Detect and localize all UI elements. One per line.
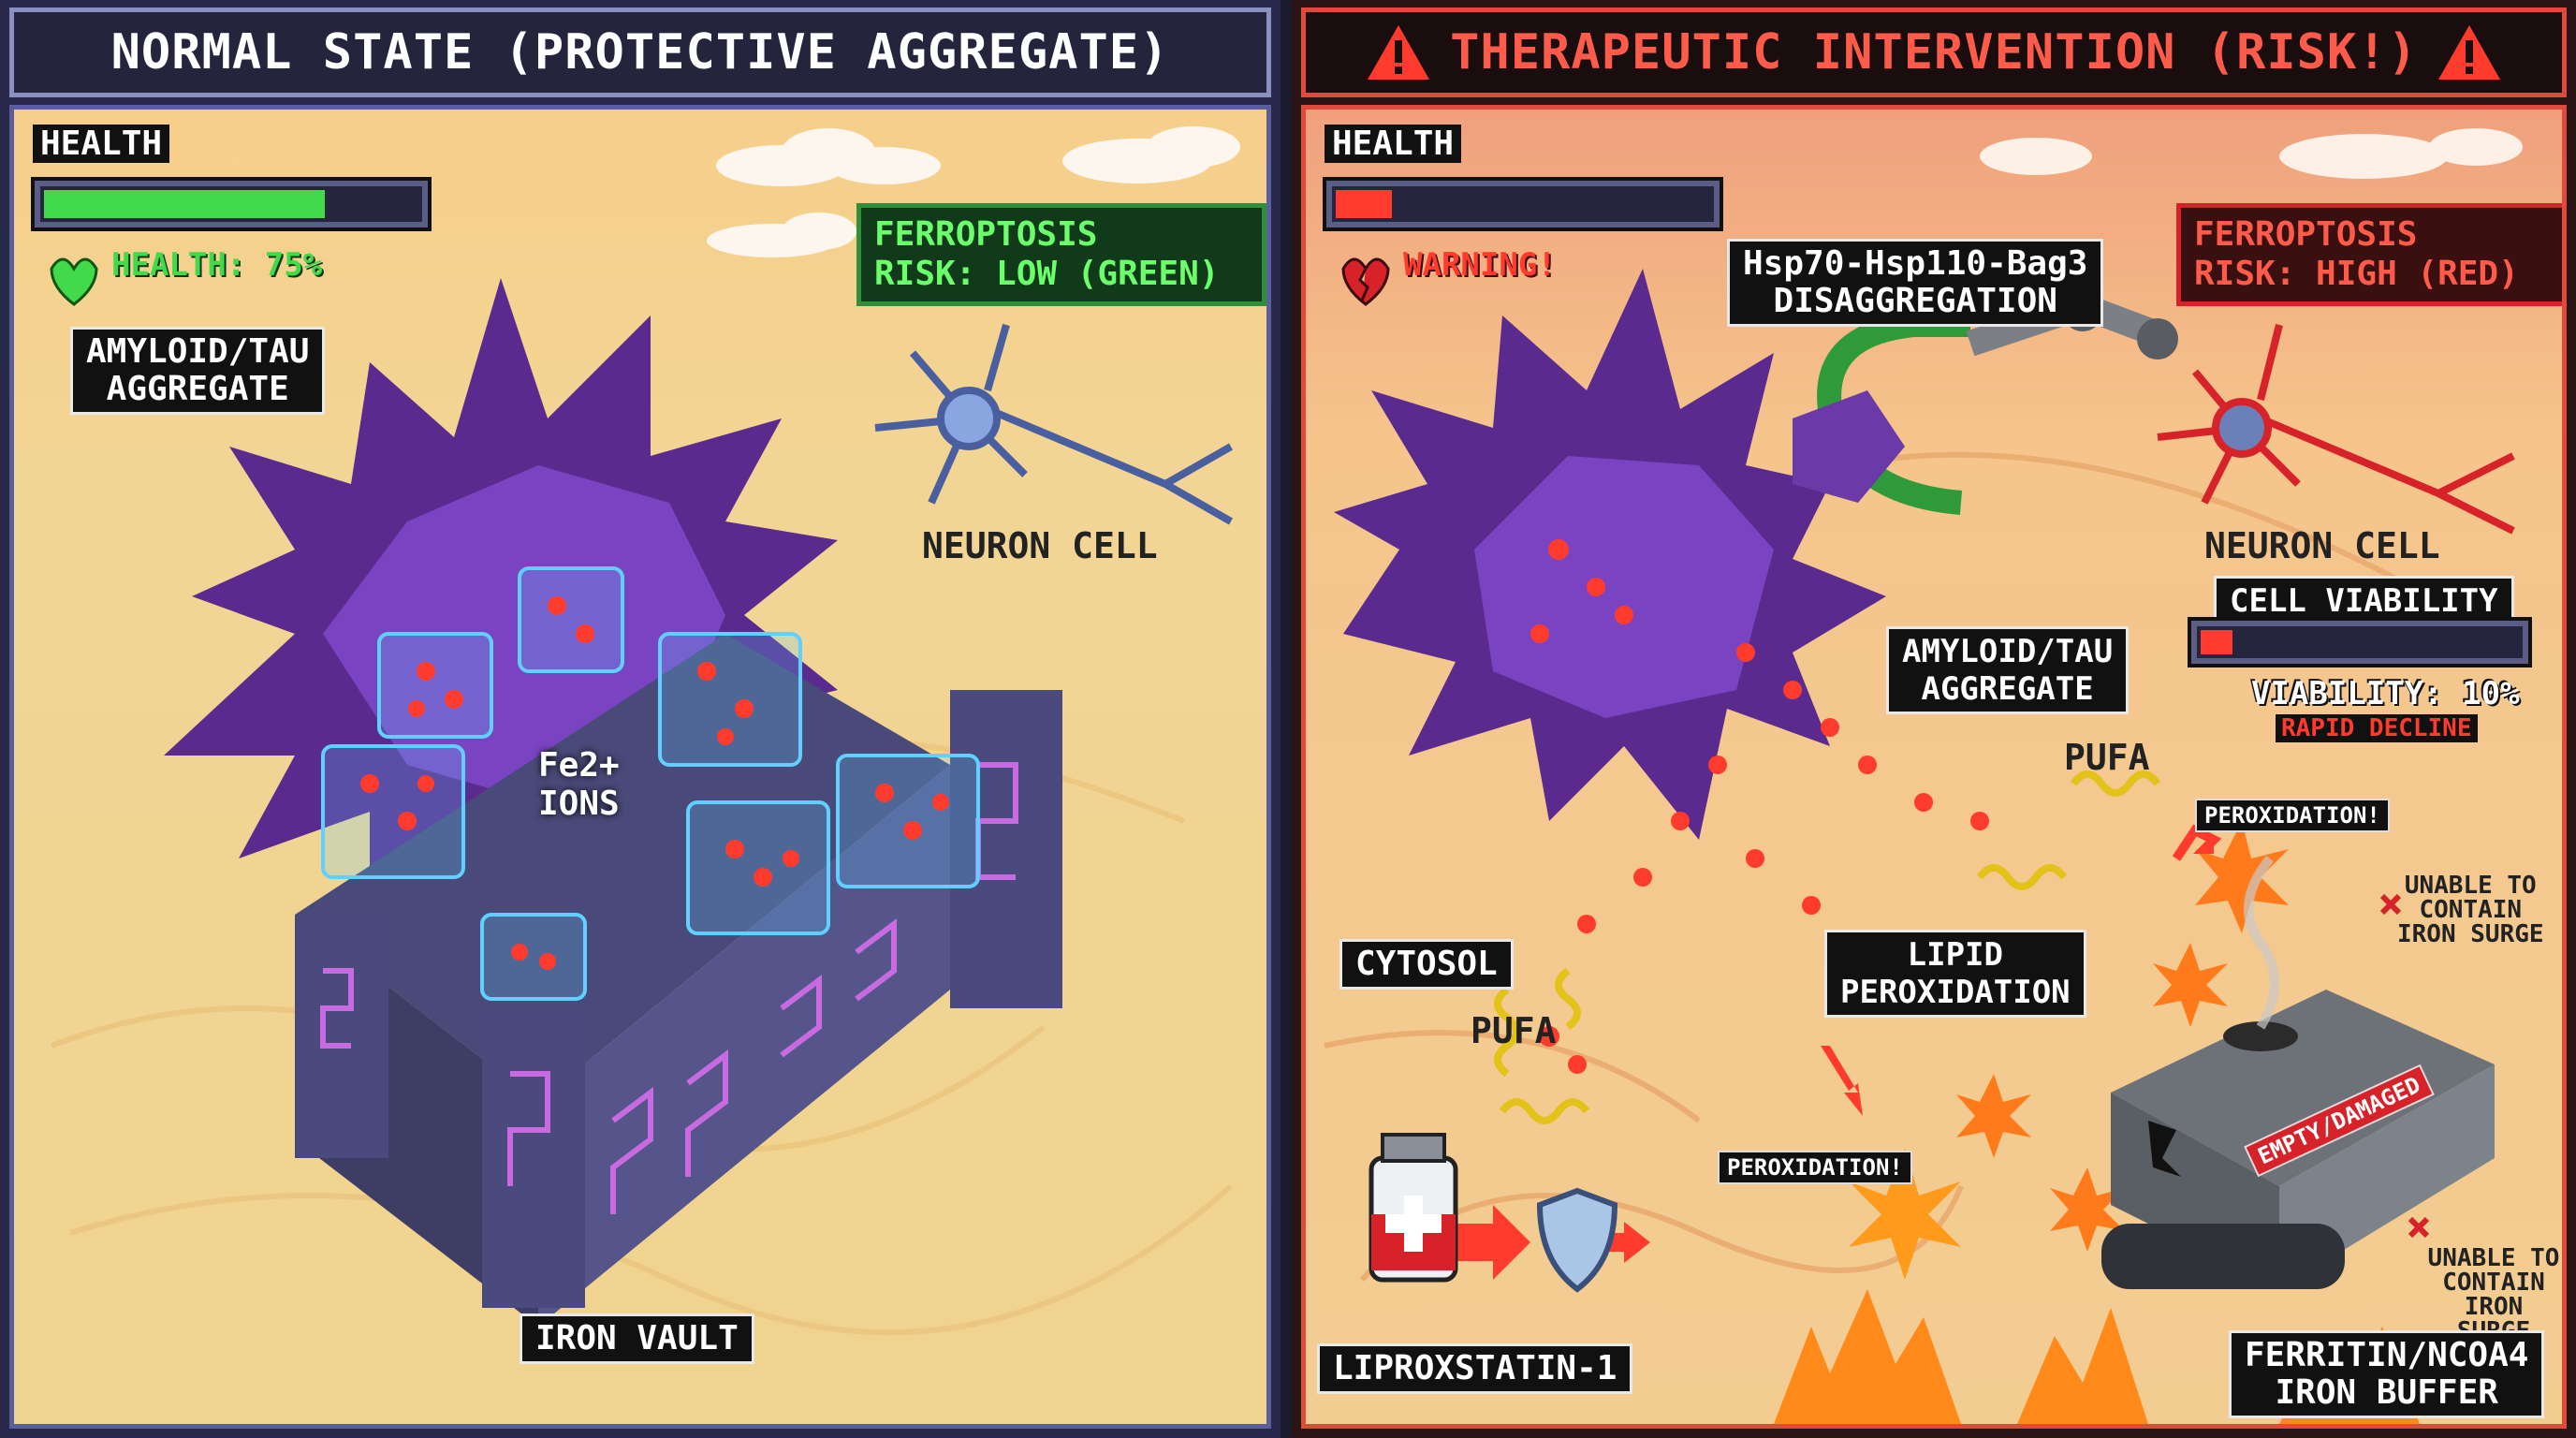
right-viability-bar <box>2191 621 2528 664</box>
left-health-bar <box>35 181 428 227</box>
right-title: THERAPEUTIC INTERVENTION (RISK!) <box>1450 24 2418 81</box>
left-scene-art <box>50 126 1240 1336</box>
right-unable-top: UNABLE TO CONTAIN IRON SURGE <box>2397 872 2544 948</box>
right-pufa-top: PUFA <box>2064 737 2150 778</box>
left-aggregate-label: AMYLOID/TAU AGGREGATE <box>70 327 326 415</box>
right-neuron-label: NEURON CELL <box>2204 525 2440 566</box>
fortress-icon <box>295 634 1062 1327</box>
tank-icon <box>2101 855 2495 1289</box>
broken-heart-icon <box>1341 257 1390 306</box>
left-health-fill <box>44 190 325 218</box>
right-cytosol-label: CYTOSOL <box>1339 939 1514 990</box>
heart-icon <box>50 257 98 306</box>
right-aggregate-label: AMYLOID/TAU AGGREGATE <box>1886 626 2130 714</box>
warning-triangle-icon <box>1368 25 1430 80</box>
warning-triangle-icon <box>2437 25 2500 80</box>
iron-ion-cubes <box>321 566 980 1001</box>
right-health-bar <box>1326 181 1720 227</box>
neuron-icon <box>874 323 1233 525</box>
right-scene: HEALTH WARNING! Hsp70-Hsp110-Bag3 DISAGG… <box>1301 105 2567 1429</box>
right-health-fill <box>1336 190 1392 218</box>
right-buffer-label: FERRITIN/NCOA4 IRON BUFFER <box>2229 1330 2545 1418</box>
neuron-icon <box>2157 324 2515 535</box>
right-panel: THERAPEUTIC INTERVENTION (RISK!) <box>1292 0 2576 1438</box>
right-title-bar: THERAPEUTIC INTERVENTION (RISK!) <box>1301 7 2567 97</box>
left-panel: NORMAL STATE (PROTECTIVE AGGREGATE) <box>0 0 1281 1438</box>
right-rapid-decline: RAPID DECLINE <box>2276 714 2478 742</box>
right-warning-text: WARNING! <box>1403 246 1557 284</box>
right-scene-art <box>1324 128 2523 1424</box>
left-ions-label: Fe2+ IONS <box>538 746 620 823</box>
left-scene: HEALTH HEALTH: 75% FERROPTOSIS RISK: LOW… <box>9 105 1271 1429</box>
shield-icon <box>1536 1187 1618 1293</box>
spiky-aggregate-icon <box>1334 269 1886 840</box>
left-health-status: HEALTH: 75% <box>111 246 323 284</box>
right-risk-box: FERROPTOSIS RISK: HIGH (RED) <box>2176 203 2562 306</box>
right-unable-bottom: UNABLE TO CONTAIN IRON SURGE <box>2427 1244 2560 1343</box>
right-pufa-left: PUFA <box>1471 1010 1557 1051</box>
right-viability-title: CELL VIABILITY <box>2214 576 2514 626</box>
right-lipid-label: LIPID PEROXIDATION <box>1824 930 2086 1018</box>
left-vault-label: IRON VAULT <box>520 1313 754 1364</box>
left-neuron-label: NEURON CELL <box>922 525 1158 566</box>
vial-icon <box>1368 1133 1458 1283</box>
right-health-label: HEALTH <box>1325 125 1462 163</box>
right-peroxidation-bottom: PEROXIDATION! <box>1718 1151 1912 1184</box>
cloud-icon <box>707 126 1240 257</box>
left-risk-box: FERROPTOSIS RISK: LOW (GREEN) <box>856 203 1266 306</box>
left-title-bar: NORMAL STATE (PROTECTIVE AGGREGATE) <box>9 7 1271 97</box>
right-viability-text: VIABILITY: 10% <box>2251 675 2520 712</box>
left-health-label: HEALTH <box>33 125 170 163</box>
right-peroxidation-top: PEROXIDATION! <box>2195 799 2390 832</box>
right-disaggregation-label: Hsp70-Hsp110-Bag3 DISAGGREGATION <box>1727 239 2104 327</box>
left-title: NORMAL STATE (PROTECTIVE AGGREGATE) <box>110 24 1170 81</box>
right-drug-label: LIPROXSTATIN-1 <box>1317 1343 1633 1394</box>
right-viability-fill <box>2201 630 2232 654</box>
